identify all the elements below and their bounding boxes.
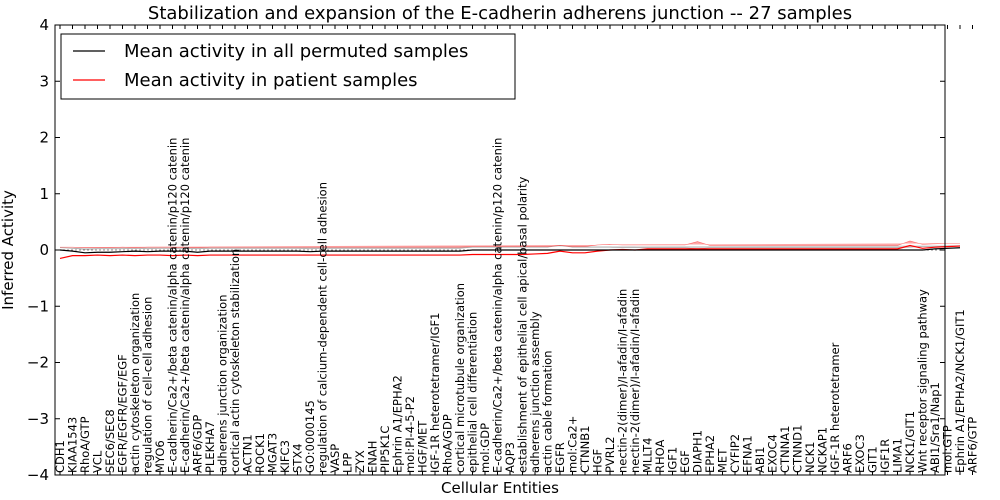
- y-tick-label: 3: [39, 72, 49, 90]
- x-category-label: establishment of epithelial cell apical/…: [516, 177, 530, 473]
- x-category-label: EGF: [678, 450, 692, 473]
- x-category-label: EXOC4: [766, 434, 780, 473]
- x-category-label: actin cytoskeleton organization: [128, 293, 142, 473]
- chart-title: Stabilization and expansion of the E-cad…: [148, 3, 852, 24]
- y-tick-label: −1: [27, 297, 49, 315]
- legend-label-0: Mean activity in all permuted samples: [124, 41, 468, 62]
- x-category-label: ROCK1: [253, 433, 267, 473]
- series-line-1: [59, 244, 961, 260]
- x-category-label: nectin-2(dimer)/I-afadin/I-afadin: [616, 289, 630, 473]
- x-category-label: Wnt receptor signaling pathway: [916, 289, 930, 473]
- x-category-label: PVRL2: [603, 436, 617, 473]
- x-category-label: cortical actin cytoskeleton stabilizatio…: [228, 249, 242, 473]
- legend-box: [60, 33, 516, 100]
- legend: Mean activity in all permuted samplesMea…: [60, 33, 516, 100]
- x-category-label: E-cadherin/Ca2+/beta catenin/alpha caten…: [178, 138, 192, 473]
- x-category-label: RHOA: [653, 440, 667, 473]
- x-category-label: NCKAP1: [816, 427, 830, 473]
- x-category-label: ZYX: [353, 450, 367, 473]
- x-category-label: mol:Ca2+: [566, 416, 580, 473]
- x-category-label: nectin-2(dimer)/I-afadin/I-afadin: [628, 289, 642, 473]
- x-category-label: Ephrin A1/EPHA2/NCK1/GIT1: [953, 309, 967, 473]
- band-series-0: [59, 245, 961, 250]
- x-category-label: STX4: [291, 443, 305, 473]
- x-category-label: NCK1: [803, 442, 817, 474]
- x-category-label: ARF6/GTP: [966, 417, 980, 473]
- y-tick-label: −2: [27, 354, 49, 372]
- y-tick-label: 0: [39, 241, 49, 259]
- x-category-label: EGFR/EGFR/EGF/EGF: [116, 354, 130, 473]
- x-category-label: IGF-1R heterotetramer: [828, 342, 842, 473]
- x-category-label: KIFC3: [278, 440, 292, 473]
- x-category-label: CYFIP2: [728, 434, 742, 473]
- x-category-label: PLEKHA7: [203, 421, 217, 473]
- x-category-label: DIAPH1: [691, 430, 705, 473]
- x-category-label: E-cadherin/Ca2+/beta catenin/alpha caten…: [166, 138, 180, 473]
- x-category-label: LPP: [341, 453, 355, 473]
- x-category-label: IGF1: [666, 447, 680, 473]
- y-tick-label: −4: [27, 466, 49, 484]
- x-category-label: regulation of calcium-dependent cell-cel…: [316, 182, 330, 473]
- y-tick-label: 1: [39, 185, 49, 203]
- x-category-label: ENAH: [366, 441, 380, 473]
- x-category-label: regulation of cell-cell adhesion: [141, 297, 155, 473]
- x-category-label: RhoA/GDP: [441, 414, 455, 473]
- x-category-label: SEC6/SEC8: [103, 409, 117, 473]
- x-category-label: MGAT3: [266, 433, 280, 473]
- x-category-label: HGF/MET: [416, 420, 430, 473]
- x-category-label: CTNNB1: [578, 426, 592, 473]
- x-category-label: actin cable formation: [541, 350, 555, 473]
- x-category-label: ABI1/Sra1/Nap1: [928, 382, 942, 473]
- x-category-label: Ephrin A1/EPHA2: [391, 375, 405, 473]
- x-category-label: adherens junction assembly: [528, 311, 542, 473]
- x-category-label: AQP3: [503, 442, 517, 473]
- x-category-label: MLLT4: [641, 438, 655, 474]
- x-category-label: adherens junction organization: [216, 295, 230, 473]
- x-axis-title: Cellular Entities: [441, 479, 559, 497]
- x-category-label: epithelial cell differentiation: [466, 312, 480, 473]
- x-category-label: E-cadherin/Ca2+/beta catenin/alpha caten…: [491, 138, 505, 473]
- x-category-label: ACTN1: [241, 434, 255, 473]
- x-category-label: MYO6: [153, 440, 167, 473]
- y-tick-label: 2: [39, 129, 49, 147]
- x-category-label: CDH1: [53, 440, 67, 473]
- x-category-label: MET: [716, 448, 730, 473]
- y-axis-title: Inferred Activity: [0, 190, 17, 310]
- x-category-label: CTNND1: [791, 425, 805, 473]
- x-category-label: VCL: [91, 450, 105, 473]
- x-category-label: GO:0000145: [303, 400, 317, 473]
- x-category-label: LIMA1: [891, 438, 905, 473]
- x-category-label: CTNNA1: [778, 426, 792, 473]
- x-axis: CDH1KIAA1543RhoA/GTPVCLSEC6/SEC8EGFR/EGF…: [53, 25, 980, 475]
- x-category-label: cortical microtubule organization: [453, 283, 467, 473]
- x-category-label: PIP5K1C: [378, 426, 392, 473]
- x-category-label: RhoA/GTP: [78, 416, 92, 473]
- x-category-label: IGF-1R heterotetramer/IGF1: [428, 313, 442, 473]
- x-category-label: ABI1: [753, 447, 767, 473]
- x-category-label: KIAA1543: [66, 417, 80, 473]
- x-category-label: HGF: [591, 449, 605, 473]
- y-axis: −4 −3 −2 −1 0 1 2 3 4: [27, 16, 945, 484]
- x-category-label: EPHA2: [703, 435, 717, 473]
- series-line-0: [59, 247, 961, 254]
- legend-label-1: Mean activity in patient samples: [124, 70, 418, 91]
- band-series-1: [60, 240, 960, 249]
- x-category-label: mol:PI-4-5-P2: [403, 396, 417, 473]
- x-category-label: EGFR: [553, 442, 567, 473]
- series-lines: [59, 244, 961, 260]
- y-tick-label: 4: [39, 16, 49, 34]
- x-category-label: mol:GDP: [478, 423, 492, 473]
- x-category-label: VASP: [328, 444, 342, 473]
- x-category-label: EXOC3: [853, 434, 867, 473]
- x-category-label: IGF1R: [878, 439, 892, 473]
- y-tick-label: −3: [27, 410, 49, 428]
- x-category-label: ARF6: [841, 443, 855, 473]
- x-category-label: NCK1/GIT1: [903, 411, 917, 473]
- x-category-label: ARF6/GDP: [191, 415, 205, 473]
- x-category-label: GIT1: [866, 446, 880, 473]
- x-category-label: mol:GTP: [941, 425, 955, 473]
- x-category-label: EFNA1: [741, 435, 755, 473]
